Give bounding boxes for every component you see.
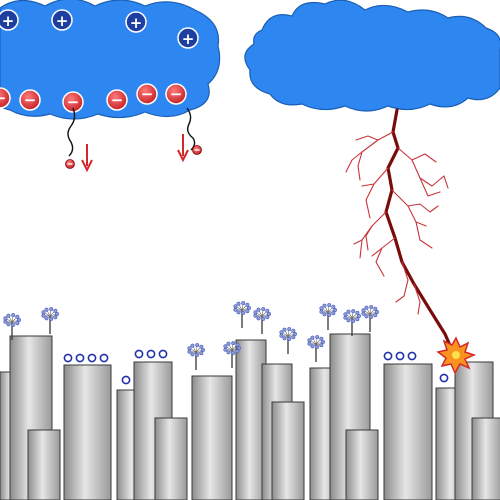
negative-charge: − xyxy=(0,87,11,109)
building-icon xyxy=(191,375,233,500)
negative-charge: − xyxy=(165,83,187,105)
ground-charge-dots xyxy=(63,349,449,385)
ground-charge-dot xyxy=(134,349,144,359)
antenna-icon xyxy=(223,341,241,368)
ground-charge-dot xyxy=(99,353,109,363)
building-icon xyxy=(271,401,305,500)
ground-charge-dot xyxy=(439,373,449,383)
storm-cloud-right xyxy=(244,0,500,112)
antenna-icon xyxy=(41,307,60,334)
building-icon xyxy=(154,417,188,500)
ground-charge-dot xyxy=(87,353,97,363)
storm-cloud-left xyxy=(0,0,221,120)
ground-charge-dot xyxy=(63,353,73,363)
antenna-icon xyxy=(361,305,380,332)
positive-charge: + xyxy=(177,27,199,49)
positive-charge: + xyxy=(125,11,147,33)
antenna-icon xyxy=(187,343,205,370)
antenna-icon xyxy=(3,313,22,340)
positive-charge: + xyxy=(0,9,19,31)
antenna-icon xyxy=(253,307,272,334)
plus-icon: + xyxy=(130,14,143,32)
plus-icon: + xyxy=(182,30,195,48)
building-icon xyxy=(345,429,379,500)
negative-charge: − xyxy=(106,89,128,111)
ground-charge-dot xyxy=(158,349,168,359)
minus-icon: − xyxy=(141,85,154,103)
antenna-icon xyxy=(279,327,298,354)
minus-icon: − xyxy=(111,91,124,109)
downward-leader-right xyxy=(186,107,202,155)
plus-icon: + xyxy=(2,12,15,30)
antenna-icon xyxy=(343,309,362,336)
building-icon xyxy=(235,339,267,500)
antenna-icon xyxy=(307,335,326,362)
minus-icon: − xyxy=(24,91,37,109)
negative-charges: −−−−−− xyxy=(0,83,187,113)
building-icon xyxy=(471,417,500,500)
ground-charge-dot xyxy=(75,353,85,363)
minus-icon: − xyxy=(0,89,6,107)
explosion-icon xyxy=(436,336,477,375)
city-skyline xyxy=(0,333,500,500)
negative-charge: − xyxy=(19,89,41,111)
minus-icon: − xyxy=(67,93,80,111)
plus-icon: + xyxy=(56,12,69,30)
down-arrow-icon xyxy=(177,134,189,163)
negative-charge: − xyxy=(136,83,158,105)
down-arrow-icon xyxy=(81,144,93,173)
positive-charge: + xyxy=(51,9,73,31)
antenna-icon xyxy=(319,303,338,330)
ground-charge-dot xyxy=(383,351,393,361)
antenna-group xyxy=(3,301,380,370)
ground-charge-dot xyxy=(407,351,417,361)
negative-charge: − xyxy=(62,91,84,113)
downward-leader-left xyxy=(65,107,76,169)
lightning-bolt-icon xyxy=(345,108,454,352)
building-icon xyxy=(383,363,433,500)
minus-icon: − xyxy=(170,85,183,103)
antenna-icon xyxy=(233,301,251,328)
positive-charges: + + + + xyxy=(0,9,199,49)
building-icon xyxy=(27,429,61,500)
building-icon xyxy=(63,364,112,500)
ground-charge-dot xyxy=(121,375,131,385)
ground-charge-dot xyxy=(146,349,156,359)
ground-charge-dot xyxy=(395,351,405,361)
